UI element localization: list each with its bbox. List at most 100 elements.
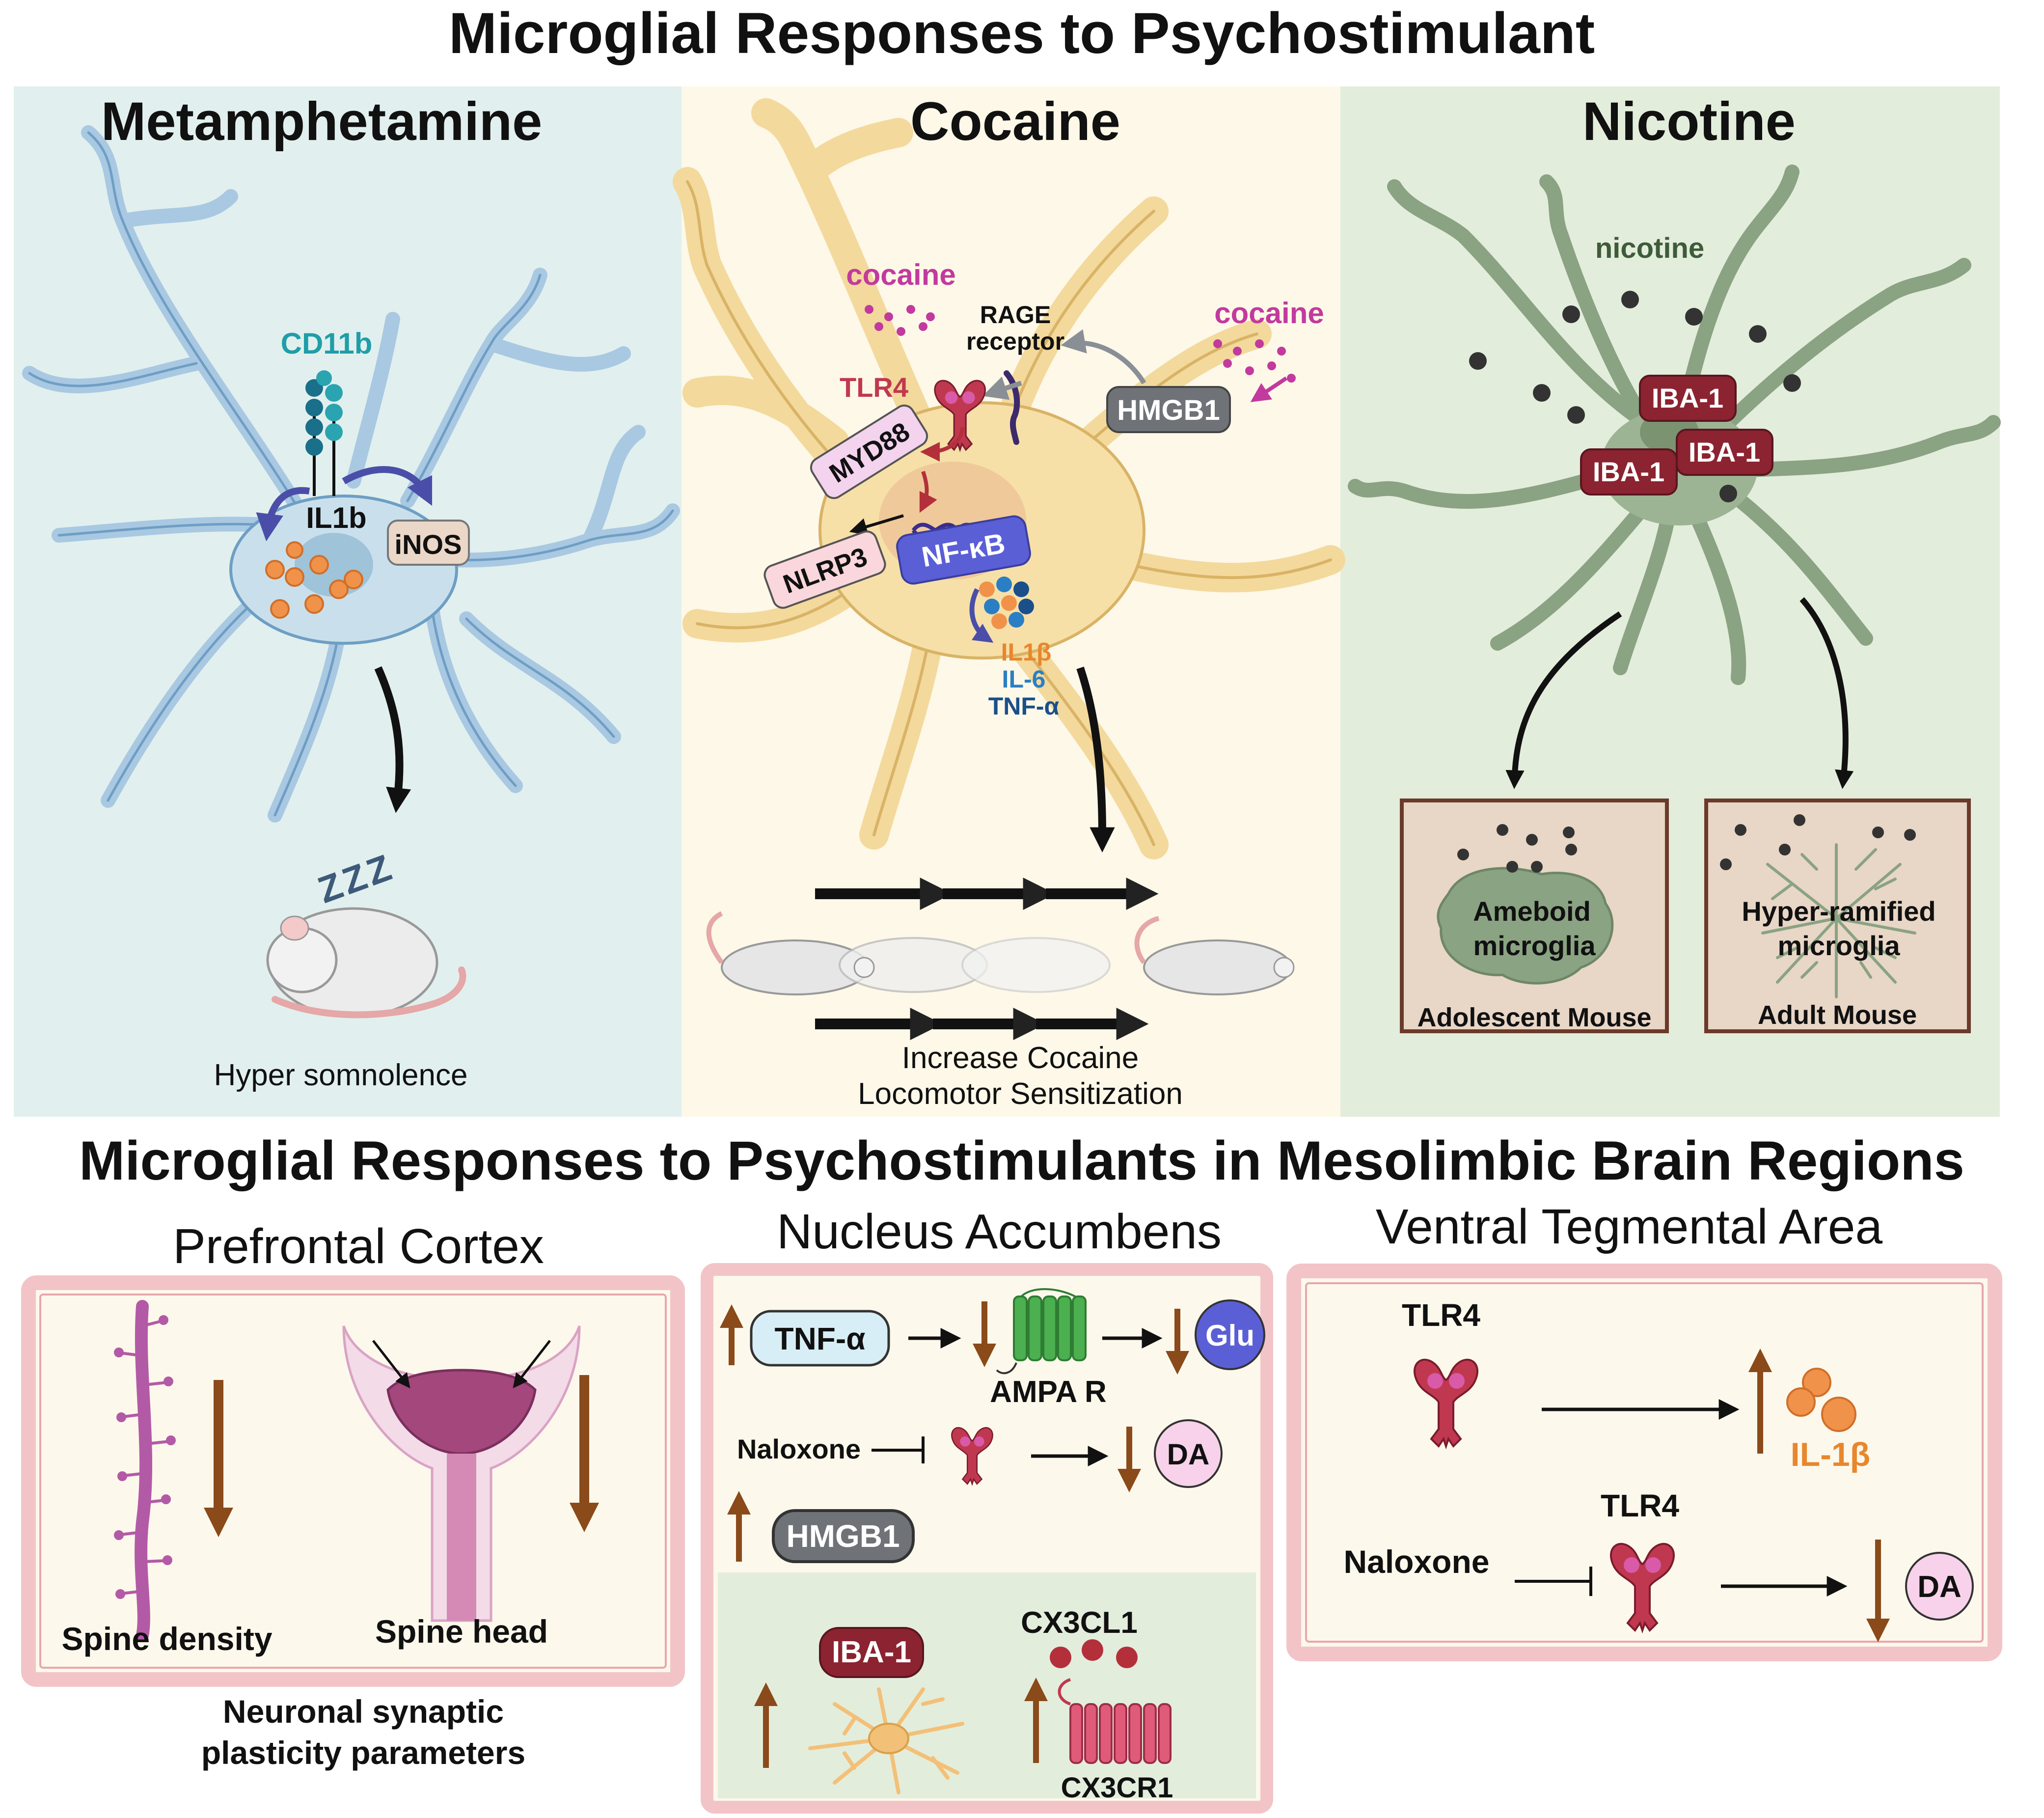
cocaine-outcome-1: Increase Cocaine [902, 1041, 1139, 1075]
pfc-caption-2: plasticity parameters [201, 1735, 525, 1771]
nfkb-to-nlrp3-arrow [849, 514, 904, 535]
adolescent-nicotine-dots [1457, 824, 1577, 873]
nac-hmgb1-box [772, 1509, 915, 1563]
hmgb1-box [1106, 386, 1231, 433]
rage-to-tlr4-arrow [982, 376, 1022, 400]
cocaine-drug-2: cocaine [1214, 297, 1324, 330]
cocaine-drug-1: cocaine [846, 258, 955, 291]
myd88-to-nfkb-arrow [919, 470, 937, 513]
rage-label-1: RAGE [980, 301, 1051, 329]
rage-label-2: receptor [966, 328, 1064, 355]
meth-vesicles [265, 541, 363, 619]
iba1-label-3: IBA-1 [1593, 456, 1664, 487]
nfkb-box [896, 515, 1031, 585]
dendrite-spine-icon [114, 1300, 176, 1642]
cx3cr1-receptor-icon [1058, 1678, 1172, 1764]
vta-tlr4-top-label: TLR4 [1402, 1297, 1480, 1333]
hyper-ramified-label-2: microglia [1778, 930, 1901, 961]
spine-head-label: Spine head [375, 1613, 548, 1650]
vta-da-label: DA [1917, 1570, 1962, 1604]
adult-nicotine-dots [1720, 814, 1916, 870]
vta-inner-frame [1305, 1282, 1984, 1643]
cocaine-outcome-2: Locomotor Sensitization [858, 1077, 1183, 1111]
cd11b-receptor-icon [305, 370, 343, 496]
nac-title: Nucleus Accumbens [777, 1204, 1222, 1259]
pfc-inner-frame [39, 1294, 667, 1669]
vta-da-circle [1905, 1552, 1974, 1621]
cocaine-molecules-1 [865, 305, 935, 336]
nicotine-molecules [1469, 291, 1801, 502]
hyper-ramified-label-1: Hyper-ramified [1742, 896, 1935, 927]
main-title: Microglial Responses to Psychostimulant [449, 1, 1595, 66]
nac-da-circle [1154, 1419, 1223, 1488]
sleeping-mouse-icon [266, 907, 466, 1019]
vta-tlr4-bottom-label: TLR4 [1601, 1488, 1679, 1523]
pfc-caption-1: Neuronal synaptic [223, 1693, 504, 1730]
ameboid-label-1: Ameboid [1473, 896, 1591, 927]
meth-outcome: Hyper somnolence [214, 1058, 468, 1092]
ameboid-label-2: microglia [1473, 930, 1596, 961]
glu-label: Glu [1205, 1319, 1254, 1352]
nac-microglia-icon [808, 1687, 964, 1794]
cx3cl1-ligand-icon [1050, 1639, 1138, 1668]
nfkb-to-cytokine-arrow [969, 588, 994, 643]
vta-title: Ventral Tegmental Area [1376, 1199, 1883, 1254]
nac-hmgb1-label: HMGB1 [786, 1518, 899, 1554]
iba1-box-1: IBA-1 [1639, 375, 1737, 422]
nac-naloxone-inhibit [872, 1436, 925, 1463]
vta-il1b-cluster [1786, 1368, 1856, 1432]
vta-naloxone-inhibit [1515, 1567, 1592, 1596]
nicotine-drug-label: nicotine [1595, 232, 1704, 264]
bottom-title: Microglial Responses to Psychostimulants… [79, 1130, 1964, 1191]
cx3cr1-label: CX3CR1 [1061, 1772, 1173, 1804]
adolescent-label: Adolescent Mouse [1417, 1003, 1651, 1032]
inos-box [387, 520, 470, 566]
iba1-box-3: IBA-1 [1580, 448, 1678, 496]
iba1-box-2: IBA-1 [1676, 429, 1773, 476]
pfc-title: Prefrontal Cortex [173, 1219, 544, 1274]
tnfa-cocaine-label: TNF-α [988, 692, 1060, 720]
spine-head-icon [342, 1325, 581, 1622]
iba1-label-1: IBA-1 [1652, 383, 1723, 413]
ampa-receptor-icon [996, 1288, 1087, 1375]
ampa-label: AMPA R [990, 1375, 1107, 1409]
nac-microglia-section [718, 1572, 1256, 1798]
nac-tnfa-box [750, 1310, 890, 1367]
cd11b-label: CD11b [281, 327, 373, 360]
hmgb1-to-rage-arrow [1061, 329, 1146, 385]
iba1-label-2: IBA-1 [1689, 437, 1760, 468]
inos-label: iNOS [395, 529, 462, 560]
nac-iba1-label: IBA-1 [832, 1635, 911, 1669]
nac-iba1-box [819, 1627, 924, 1678]
il1b-label: IL1b [306, 501, 366, 534]
il6-label: IL-6 [1002, 665, 1046, 693]
meth-arrow-left [256, 487, 310, 542]
meth-down-arrow [374, 666, 411, 813]
vta-il1b-label: IL-1β [1791, 1436, 1870, 1473]
tlr4-label: TLR4 [840, 372, 908, 403]
nac-da-label: DA [1167, 1438, 1210, 1471]
cocaine-molecules-2 [1213, 339, 1296, 383]
nac-naloxone-label: Naloxone [737, 1433, 861, 1464]
meth-title: Metamphetamine [101, 91, 543, 152]
nicotine-title: Nicotine [1582, 91, 1796, 152]
spine-density-label: Spine density [61, 1621, 272, 1657]
cytokine-cluster [979, 577, 1034, 629]
nicotine-arrow-right [1799, 597, 1854, 789]
hmgb1-label: HMGB1 [1117, 394, 1220, 426]
il1b-cocaine-label: IL1β [1001, 638, 1052, 666]
meth-arrow-right [342, 466, 433, 506]
glu-circle [1195, 1299, 1265, 1370]
running-mice-icon [706, 911, 1295, 995]
adult-label: Adult Mouse [1758, 1000, 1917, 1030]
tlr4-to-myd88-arrow [920, 427, 964, 462]
nicotine-arrow-left [1505, 611, 1622, 789]
vta-naloxone-label: Naloxone [1343, 1543, 1489, 1580]
cocaine-to-hmgb1-arrow [1250, 376, 1288, 402]
nac-tnfa-label: TNF-α [774, 1321, 865, 1356]
cocaine-title: Cocaine [910, 91, 1120, 152]
hyper-ramified-microglia-icon [1761, 843, 1916, 998]
cocaine-down-arrow [1076, 666, 1115, 853]
cx3cl1-label: CX3CL1 [1021, 1606, 1138, 1640]
